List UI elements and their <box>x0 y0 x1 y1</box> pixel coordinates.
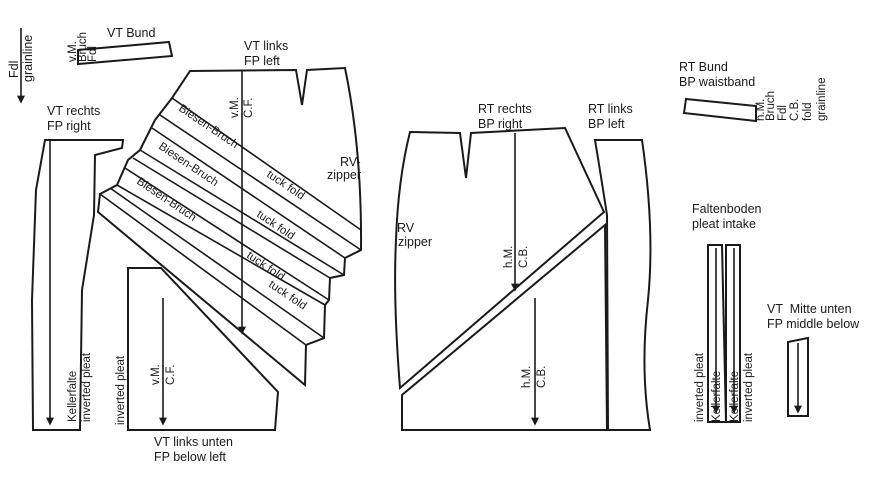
center-label: C.F. <box>243 98 255 118</box>
vt-links-title: VT links <box>244 39 288 53</box>
rt-rechts-title: RT rechts <box>478 102 532 116</box>
piece-vt-rechts: VT rechts FP right Kellerfalte inverted … <box>30 104 125 431</box>
pleat-label: Kellerfalte <box>711 371 723 422</box>
pleat-label: Kellerfalte <box>67 371 79 422</box>
zipper-label: RV- <box>340 155 361 169</box>
tuck-label: tuck fold <box>254 209 296 243</box>
rt-bund-mark: fold <box>802 102 814 121</box>
tuck-label: tuck fold <box>244 250 286 284</box>
vt-mitte-unten-subtitle: FP middle below <box>767 317 860 331</box>
zipper-label: zipper <box>327 168 361 182</box>
center-label: C.F. <box>165 365 177 385</box>
piece-rt-links: RT links BP left <box>588 102 652 431</box>
pleat-label: inverted pleat <box>115 355 127 425</box>
rt-bund-title: RT Bund <box>679 60 728 74</box>
vt-bund-title: VT Bund <box>107 26 155 40</box>
piece-rt-bund: RT Bund BP waistband h.M. Bruch Fdl C.B.… <box>679 60 828 123</box>
rt-bund-mark: Bruch <box>765 91 777 121</box>
rt-rechts-subtitle: BP right <box>478 117 523 131</box>
pleat-label: Kellerfalte <box>729 371 741 422</box>
faltenboden-title: Faltenboden <box>692 202 762 216</box>
center-label: C.B. <box>518 246 530 268</box>
vt-links-unten-subtitle: FP below left <box>154 450 227 464</box>
piece-vt-mitte-unten: VT Mitte unten FP middle below <box>767 302 860 417</box>
rt-bund-mark: Fdl <box>777 105 789 121</box>
faltenboden-subtitle: pleat intake <box>692 217 756 231</box>
vt-links-unten-title: VT links unten <box>154 435 233 449</box>
center-label: v.M. <box>229 97 241 118</box>
vt-bund-mark: v.M. <box>67 41 79 62</box>
center-label: h.M. <box>503 246 515 268</box>
rt-links-title: RT links <box>588 102 633 116</box>
vt-bund-mark: Fdl <box>87 46 99 62</box>
rt-bund-mark: h.M. <box>755 99 767 121</box>
vt-bund-mark: Bruch <box>77 32 89 62</box>
piece-vt-bund: VT Bund v.M. Bruch Fdl <box>67 26 174 66</box>
tuck-label: Biesen-Bruch <box>156 141 220 190</box>
rt-bund-subtitle: BP waistband <box>679 75 755 89</box>
zipper-label: RV <box>397 221 415 235</box>
rt-links-subtitle: BP left <box>588 117 625 131</box>
center-label: C.B. <box>536 366 548 388</box>
vt-rechts-subtitle: FP right <box>47 119 91 133</box>
vt-mitte-unten-title: VT Mitte unten <box>767 302 852 316</box>
vt-links-subtitle: FP left <box>244 54 280 68</box>
grainline-abbr: Fdl <box>7 61 21 78</box>
piece-faltenboden: Faltenboden pleat intake inverted pleat … <box>692 202 762 423</box>
grainline-label: grainline <box>21 35 35 82</box>
center-label: h.M. <box>521 366 533 388</box>
grainline-indicator: Fdl grainline <box>7 28 35 104</box>
pleat-label: inverted pleat <box>694 352 706 422</box>
rt-bund-mark: grainline <box>816 78 828 121</box>
rt-bund-mark: C.B. <box>789 99 801 121</box>
zipper-label: zipper <box>398 235 432 249</box>
center-label: v.M. <box>150 364 162 385</box>
piece-vt-links-unten: inverted pleat v.M. C.F. VT links unten … <box>115 267 280 464</box>
piece-vt-links: VT links FP left v.M. C.F. RV- zipper Bi… <box>96 39 363 388</box>
tuck-label: tuck fold <box>264 169 306 203</box>
piece-rt-rechts: RT rechts BP right RV zipper h.M. C.B. h… <box>394 102 609 431</box>
pleat-label: inverted pleat <box>81 352 93 422</box>
pleat-label: inverted pleat <box>743 352 755 422</box>
vt-rechts-title: VT rechts <box>47 104 100 118</box>
